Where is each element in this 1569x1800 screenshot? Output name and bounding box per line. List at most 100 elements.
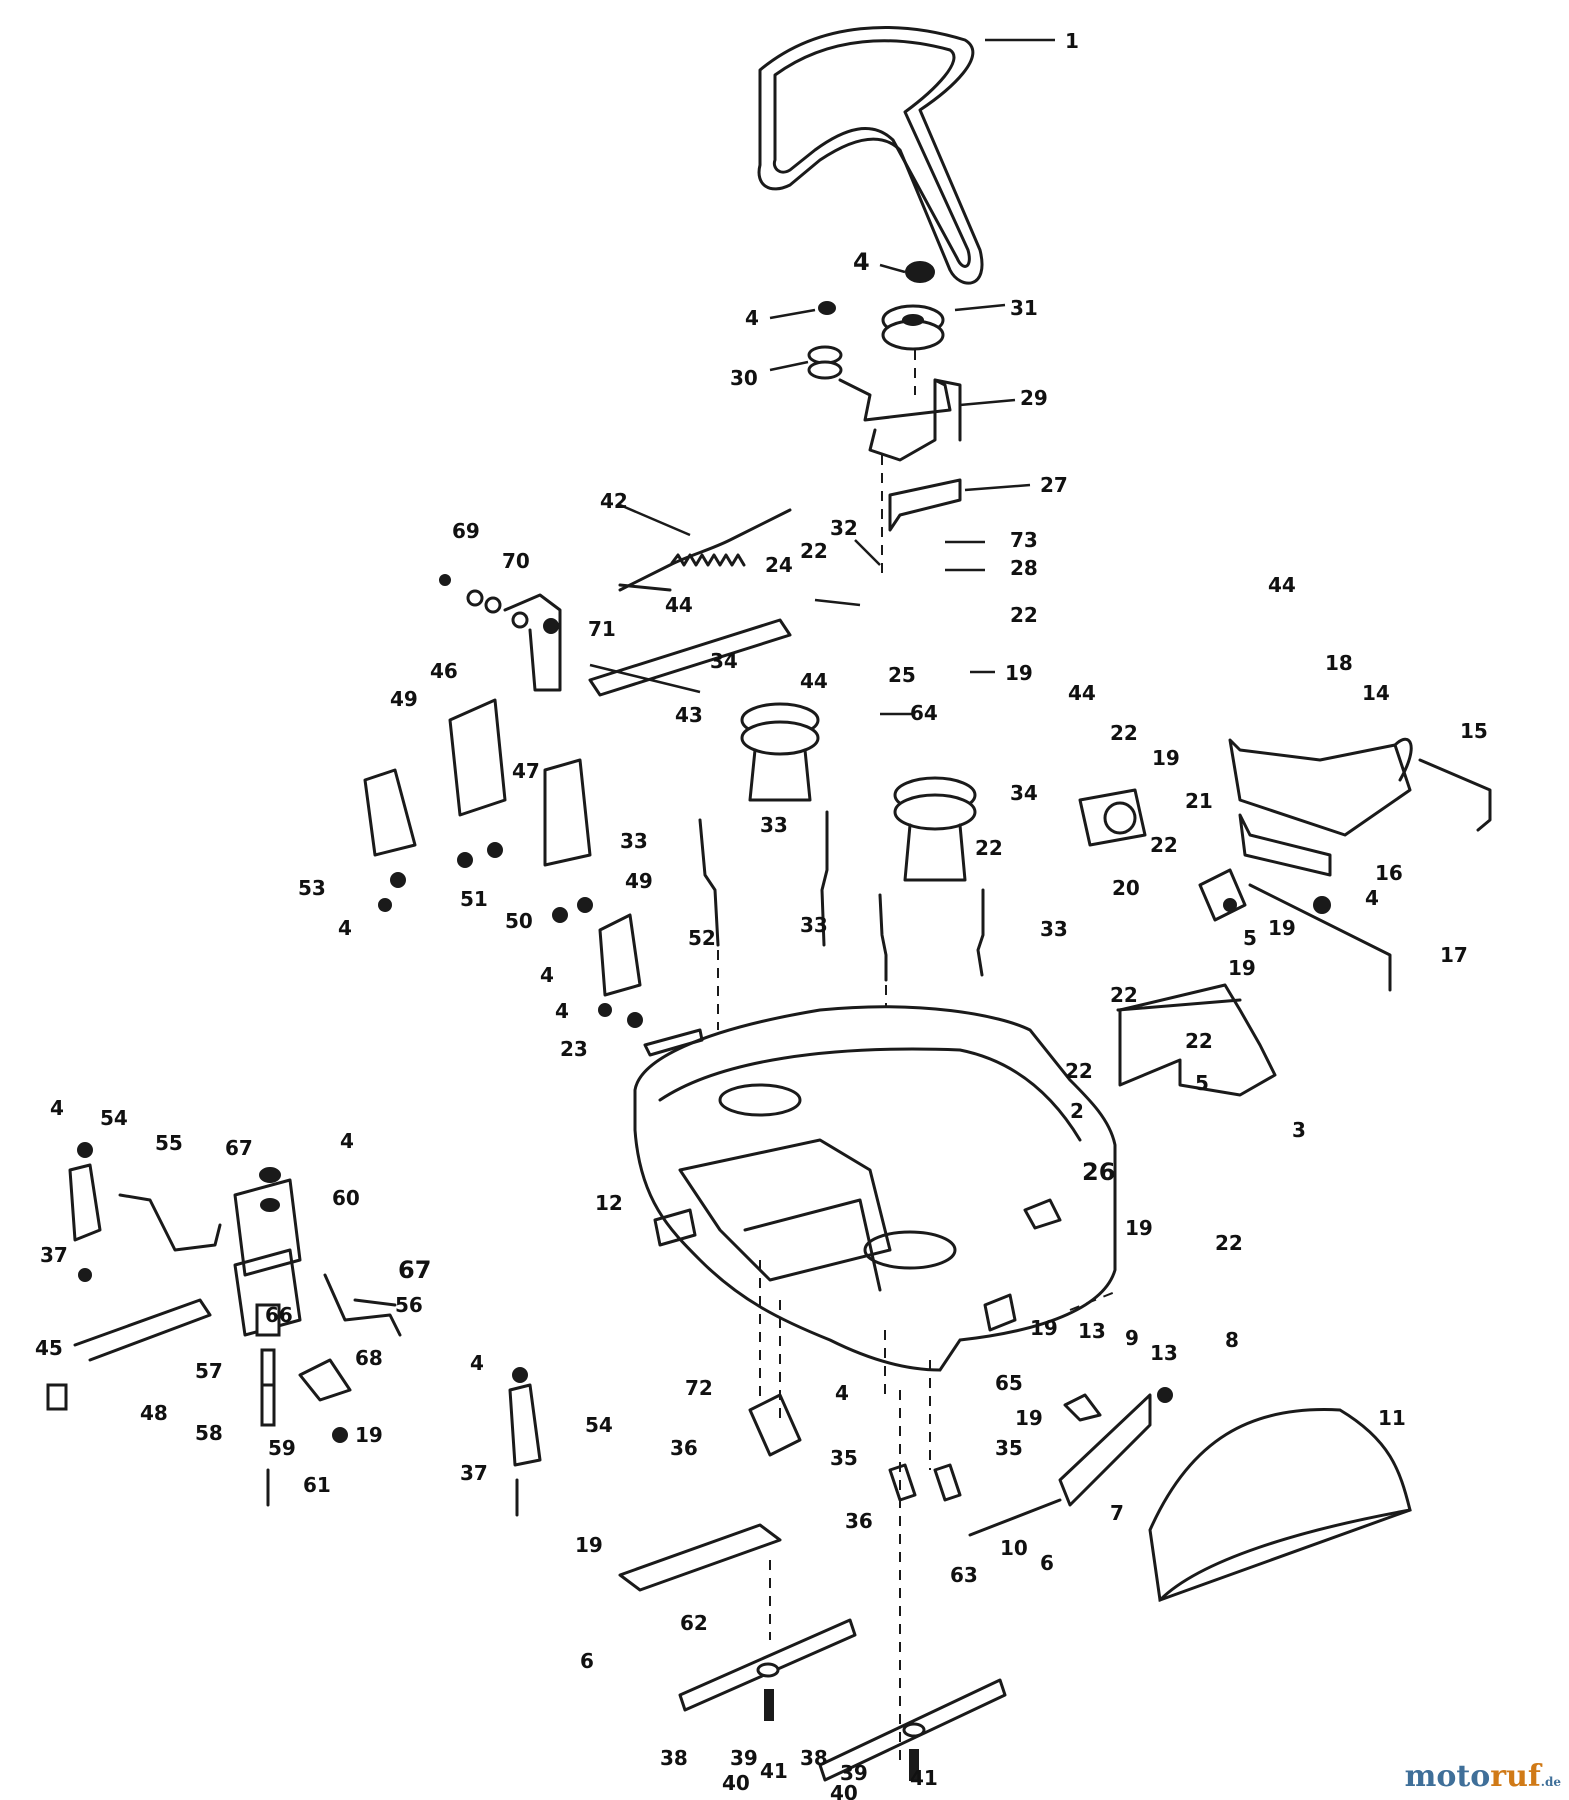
callout-4: 4 bbox=[853, 248, 870, 276]
callout-19: 19 bbox=[1152, 746, 1180, 770]
callout-19: 19 bbox=[1015, 1406, 1043, 1430]
callout-1: 1 bbox=[1065, 29, 1079, 53]
callout-26: 26 bbox=[1082, 1158, 1115, 1186]
callout-43: 43 bbox=[675, 703, 703, 727]
callout-57: 57 bbox=[195, 1359, 223, 1383]
callout-4: 4 bbox=[540, 963, 554, 987]
callout-65: 65 bbox=[995, 1371, 1023, 1395]
callout-4: 4 bbox=[340, 1129, 354, 1153]
callout-33: 33 bbox=[760, 813, 788, 837]
callout-19: 19 bbox=[1268, 916, 1296, 940]
callout-44: 44 bbox=[1268, 573, 1296, 597]
callout-20: 20 bbox=[1112, 876, 1140, 900]
assembly-lines bbox=[759, 1260, 1121, 1760]
callout-29: 29 bbox=[1020, 386, 1048, 410]
watermark: motoruf.de bbox=[1404, 1759, 1561, 1794]
callout-19: 19 bbox=[1005, 661, 1033, 685]
callout-19: 19 bbox=[1030, 1316, 1058, 1340]
callout-4: 4 bbox=[745, 306, 759, 330]
callout-33: 33 bbox=[620, 829, 648, 853]
callout-52: 52 bbox=[688, 926, 716, 950]
callout-19: 19 bbox=[1228, 956, 1256, 980]
callout-22: 22 bbox=[1065, 1059, 1093, 1083]
callout-25: 25 bbox=[888, 663, 916, 687]
callout-48: 48 bbox=[140, 1401, 168, 1425]
right-brackets bbox=[1078, 737, 1492, 992]
mower-deck bbox=[633, 983, 1277, 1372]
callout-41: 41 bbox=[760, 1759, 788, 1783]
callout-30: 30 bbox=[730, 366, 758, 390]
callout-39: 39 bbox=[730, 1746, 758, 1770]
callout-3: 3 bbox=[1292, 1118, 1306, 1142]
callout-73: 73 bbox=[1010, 528, 1038, 552]
callout-40: 40 bbox=[722, 1771, 750, 1795]
callout-10: 10 bbox=[1000, 1536, 1028, 1560]
callout-labels: 1 4 31 4 30 29 27 42 32 73 28 22 22 24 2… bbox=[35, 29, 1488, 1800]
callout-68: 68 bbox=[355, 1346, 383, 1370]
callout-24: 24 bbox=[765, 553, 793, 577]
callout-12: 12 bbox=[595, 1191, 623, 1215]
callout-44: 44 bbox=[1068, 681, 1096, 705]
callout-53: 53 bbox=[298, 876, 326, 900]
idler-assembly bbox=[807, 261, 962, 580]
callout-14: 14 bbox=[1362, 681, 1390, 705]
callout-21: 21 bbox=[1185, 789, 1213, 813]
callout-18: 18 bbox=[1325, 651, 1353, 675]
callout-59: 59 bbox=[268, 1436, 296, 1460]
callout-13: 13 bbox=[1078, 1319, 1106, 1343]
callout-13: 13 bbox=[1150, 1341, 1178, 1365]
callout-72: 72 bbox=[685, 1376, 713, 1400]
callout-22: 22 bbox=[975, 836, 1003, 860]
callout-5: 5 bbox=[1243, 926, 1257, 950]
callout-32: 32 bbox=[830, 516, 858, 540]
callout-35: 35 bbox=[830, 1446, 858, 1470]
callout-17: 17 bbox=[1440, 943, 1468, 967]
belt-part bbox=[757, 26, 984, 285]
callout-22: 22 bbox=[1215, 1231, 1243, 1255]
callout-22: 22 bbox=[1110, 721, 1138, 745]
callout-47: 47 bbox=[512, 759, 540, 783]
spindle-pulleys bbox=[740, 702, 977, 882]
callout-61: 61 bbox=[303, 1473, 331, 1497]
callout-44: 44 bbox=[665, 593, 693, 617]
callout-28: 28 bbox=[1010, 556, 1038, 580]
callout-4: 4 bbox=[470, 1351, 484, 1375]
callout-60: 60 bbox=[332, 1186, 360, 1210]
callout-19: 19 bbox=[575, 1533, 603, 1557]
callout-15: 15 bbox=[1460, 719, 1488, 743]
callout-22: 22 bbox=[1110, 983, 1138, 1007]
callout-38: 38 bbox=[800, 1746, 828, 1770]
callout-71: 71 bbox=[588, 617, 616, 641]
callout-54: 54 bbox=[585, 1413, 613, 1437]
blades bbox=[678, 1618, 1007, 1782]
callout-16: 16 bbox=[1375, 861, 1403, 885]
callout-35: 35 bbox=[995, 1436, 1023, 1460]
callout-4: 4 bbox=[50, 1096, 64, 1120]
left-brackets bbox=[363, 698, 643, 1028]
callout-37: 37 bbox=[460, 1461, 488, 1485]
callout-36: 36 bbox=[845, 1509, 873, 1533]
callout-56: 56 bbox=[395, 1293, 423, 1317]
callout-22: 22 bbox=[1010, 603, 1038, 627]
callout-70: 70 bbox=[502, 549, 530, 573]
callout-58: 58 bbox=[195, 1421, 223, 1445]
callout-27: 27 bbox=[1040, 473, 1068, 497]
callout-22: 22 bbox=[800, 539, 828, 563]
callout-19: 19 bbox=[1125, 1216, 1153, 1240]
callout-22: 22 bbox=[1185, 1029, 1213, 1053]
callout-34: 34 bbox=[710, 649, 738, 673]
callout-4: 4 bbox=[1365, 886, 1379, 910]
callout-23: 23 bbox=[560, 1037, 588, 1061]
callout-36: 36 bbox=[670, 1436, 698, 1460]
callout-44: 44 bbox=[800, 669, 828, 693]
lower-deck-parts bbox=[618, 1387, 1412, 1603]
callout-2: 2 bbox=[1070, 1099, 1084, 1123]
callout-49: 49 bbox=[625, 869, 653, 893]
callout-50: 50 bbox=[505, 909, 533, 933]
callout-4: 4 bbox=[835, 1381, 849, 1405]
callout-4: 4 bbox=[555, 999, 569, 1023]
callout-40: 40 bbox=[830, 1781, 858, 1800]
callout-5: 5 bbox=[1195, 1071, 1209, 1095]
callout-49: 49 bbox=[390, 687, 418, 711]
callout-33: 33 bbox=[800, 913, 828, 937]
